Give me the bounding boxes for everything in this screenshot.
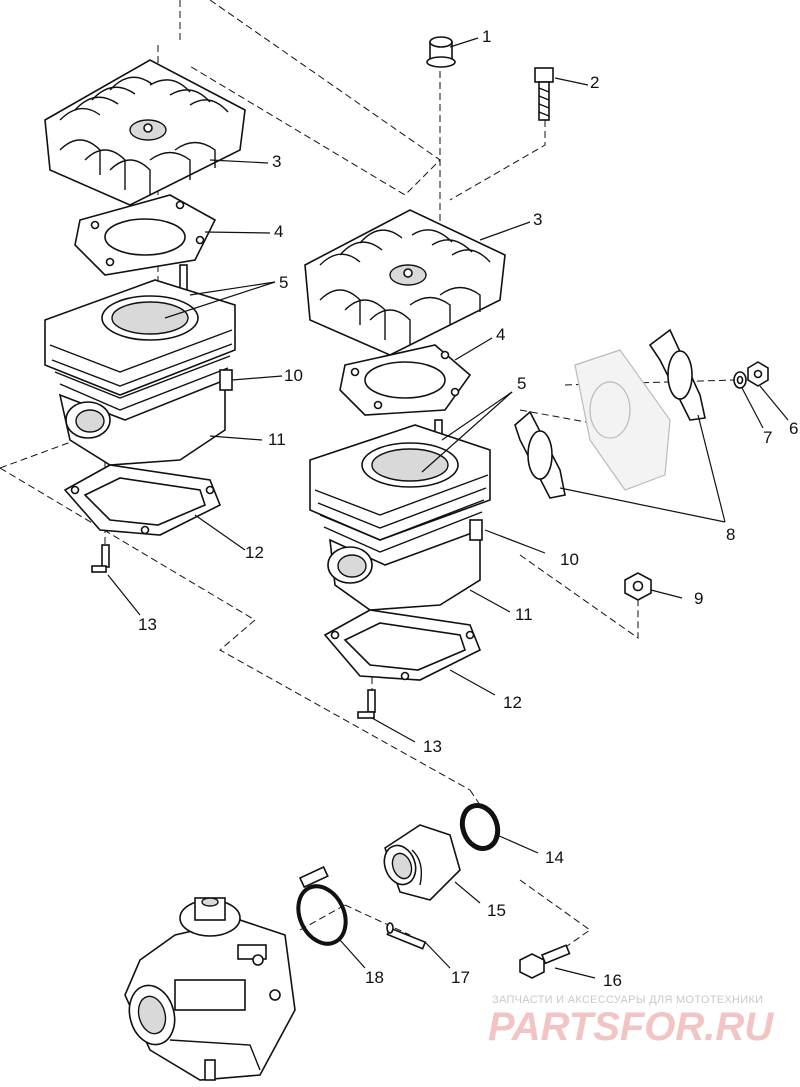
bolt-16 bbox=[519, 944, 571, 979]
bolt-2 bbox=[534, 67, 554, 121]
intake-boot-15 bbox=[383, 824, 461, 901]
watermark-logo-text: PARTSFOR.RU bbox=[488, 1005, 774, 1049]
fitting-right bbox=[357, 689, 376, 719]
nut-1 bbox=[426, 36, 456, 68]
callout-13-left: 13 bbox=[138, 615, 157, 634]
head-gasket-right bbox=[339, 344, 472, 416]
callout-8: 8 bbox=[726, 525, 735, 544]
callout-4-left: 4 bbox=[274, 222, 283, 241]
callout-6: 6 bbox=[789, 419, 798, 438]
exhaust-manifold-faint bbox=[574, 349, 671, 491]
callout-11-right: 11 bbox=[515, 605, 533, 624]
callout-12-left: 12 bbox=[245, 543, 264, 562]
fitting-left bbox=[91, 544, 110, 573]
base-gasket-right bbox=[323, 609, 482, 681]
callout-5-right: 5 bbox=[517, 374, 526, 393]
callout-12-right: 12 bbox=[503, 693, 522, 712]
callout-10-left: 10 bbox=[284, 366, 303, 385]
callout-3-right: 3 bbox=[533, 210, 542, 229]
watermark-tagline: ЗАПЧАСТИ И АКСЕССУАРЫ ДЛЯ МОТОТЕХНИКИ bbox=[492, 994, 763, 1006]
callout-13-right: 13 bbox=[423, 737, 442, 756]
callout-14: 14 bbox=[545, 848, 564, 867]
exhaust-gasket-lower bbox=[514, 410, 566, 499]
callout-5-left: 5 bbox=[279, 273, 288, 292]
leader-lines bbox=[107, 37, 789, 979]
callout-2: 2 bbox=[590, 73, 599, 92]
callout-10-right: 10 bbox=[560, 550, 579, 569]
washer-7 bbox=[733, 371, 747, 389]
nut-6 bbox=[747, 361, 769, 387]
callout-17: 17 bbox=[451, 968, 470, 987]
cylinder-head-right bbox=[304, 209, 506, 356]
callout-4-right: 4 bbox=[496, 325, 505, 344]
clamp-18 bbox=[296, 865, 348, 946]
o-ring-14 bbox=[459, 803, 501, 851]
nut-9 bbox=[624, 572, 652, 601]
cylinder-right bbox=[309, 424, 491, 611]
callout-11-left: 11 bbox=[268, 430, 286, 449]
watermark: ЗАПЧАСТИ И АКСЕССУАРЫ ДЛЯ МОТОТЕХНИКИ PA… bbox=[488, 994, 774, 1049]
callout-7: 7 bbox=[763, 428, 772, 447]
callout-3-left: 3 bbox=[272, 152, 281, 171]
callout-18: 18 bbox=[365, 968, 384, 987]
head-gasket-left bbox=[74, 194, 217, 276]
cylinder-head-left bbox=[44, 59, 246, 206]
callout-9: 9 bbox=[694, 589, 703, 608]
callout-numbers: 1 2 3 3 4 4 5 5 6 7 8 9 10 10 11 11 12 1… bbox=[138, 27, 798, 990]
callout-1: 1 bbox=[482, 27, 491, 46]
screw-17 bbox=[386, 922, 427, 950]
callout-16: 16 bbox=[603, 971, 622, 990]
base-gasket-left bbox=[63, 464, 222, 536]
cylinder-left bbox=[44, 279, 236, 466]
carburetor bbox=[124, 897, 296, 1081]
callout-15: 15 bbox=[487, 901, 506, 920]
exhaust-gasket-upper bbox=[648, 328, 706, 421]
